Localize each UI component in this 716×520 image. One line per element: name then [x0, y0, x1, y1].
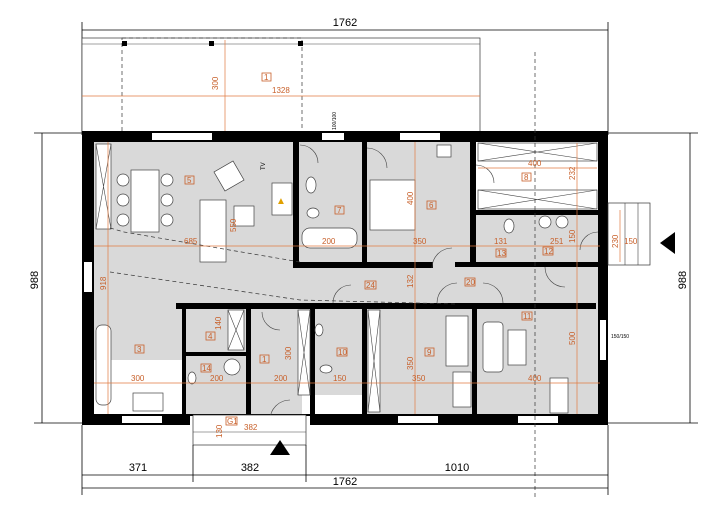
side-entrance-arrow-icon: [660, 232, 675, 254]
svg-text:400: 400: [406, 191, 415, 205]
svg-text:400: 400: [528, 159, 542, 168]
svg-text:13: 13: [497, 249, 506, 258]
svg-text:9: 9: [427, 348, 432, 357]
tv-label: TV: [261, 162, 267, 170]
svg-text:10: 10: [338, 348, 347, 357]
washing-machine: [223, 358, 241, 376]
window-label-b: 100/100: [332, 112, 338, 130]
svg-text:200: 200: [210, 374, 224, 383]
svg-text:918: 918: [99, 276, 108, 290]
svg-text:1328: 1328: [272, 86, 290, 95]
right-dimension: 988: [677, 271, 689, 289]
svg-text:382: 382: [244, 423, 258, 432]
entrance-arrow-icon: [270, 440, 290, 455]
svg-text:350: 350: [406, 356, 415, 370]
svg-text:1: 1: [262, 355, 267, 364]
room-label: 1: [264, 73, 269, 82]
svg-text:200: 200: [274, 374, 288, 383]
svg-text:251: 251: [550, 237, 564, 246]
svg-text:4: 4: [208, 332, 213, 341]
window-label-a: 150/150: [611, 334, 629, 340]
svg-text:12: 12: [544, 247, 553, 256]
svg-text:300: 300: [131, 374, 145, 383]
bottom-segment-2: 382: [241, 462, 259, 474]
svg-text:3: 3: [137, 345, 142, 354]
svg-text:150: 150: [568, 229, 577, 243]
svg-text:131: 131: [494, 237, 508, 246]
bathtub: [301, 227, 358, 249]
kitchen-counter: [95, 324, 112, 406]
side-stairs: [607, 202, 651, 266]
svg-text:500: 500: [568, 331, 577, 345]
svg-text:350: 350: [412, 374, 426, 383]
svg-text:8: 8: [524, 173, 529, 182]
svg-text:232: 232: [568, 166, 577, 180]
svg-text:550: 550: [229, 218, 238, 232]
bottom-segment-3: 1010: [445, 462, 469, 474]
svg-text:230: 230: [611, 234, 620, 248]
svg-text:350: 350: [413, 237, 427, 246]
svg-text:14: 14: [202, 364, 211, 373]
interior-walls: [176, 142, 600, 414]
svg-text:24: 24: [366, 281, 375, 290]
room-labels: 5 7 6 8 13 12 24 20 11 9 10 1 3 4 14 G1: [134, 172, 553, 426]
terrace: [81, 37, 481, 134]
left-dimension: 988: [29, 271, 41, 289]
doors: [261, 144, 599, 421]
svg-text:5: 5: [187, 176, 192, 185]
entrance-step: [192, 414, 307, 446]
bottom-dimension: 1762: [333, 476, 357, 488]
svg-text:11: 11: [523, 312, 532, 321]
svg-text:130: 130: [215, 424, 224, 438]
bottom-segment-1: 371: [129, 462, 147, 474]
svg-text:7: 7: [337, 206, 342, 215]
svg-text:150: 150: [624, 237, 638, 246]
fireplace: [271, 182, 293, 216]
bed-small: [445, 315, 469, 367]
svg-text:200: 200: [322, 237, 336, 246]
top-dimension: 1762: [333, 17, 357, 29]
dining-table: [130, 169, 160, 233]
svg-text:685: 685: [184, 237, 198, 246]
inner-dimension-lines: [94, 142, 621, 414]
fire-icon: ▲: [276, 196, 286, 207]
svg-text:132: 132: [406, 274, 415, 288]
svg-text:300: 300: [211, 76, 220, 90]
svg-text:150: 150: [333, 374, 347, 383]
wardrobes: [95, 142, 598, 413]
svg-text:6: 6: [429, 201, 434, 210]
bed: [369, 179, 416, 231]
svg-text:140: 140: [214, 316, 223, 330]
svg-text:G1: G1: [227, 417, 238, 426]
svg-text:300: 300: [284, 346, 293, 360]
svg-text:400: 400: [528, 374, 542, 383]
furniture: ▲: [95, 144, 569, 414]
sofa: [199, 199, 227, 263]
svg-text:20: 20: [466, 278, 475, 287]
